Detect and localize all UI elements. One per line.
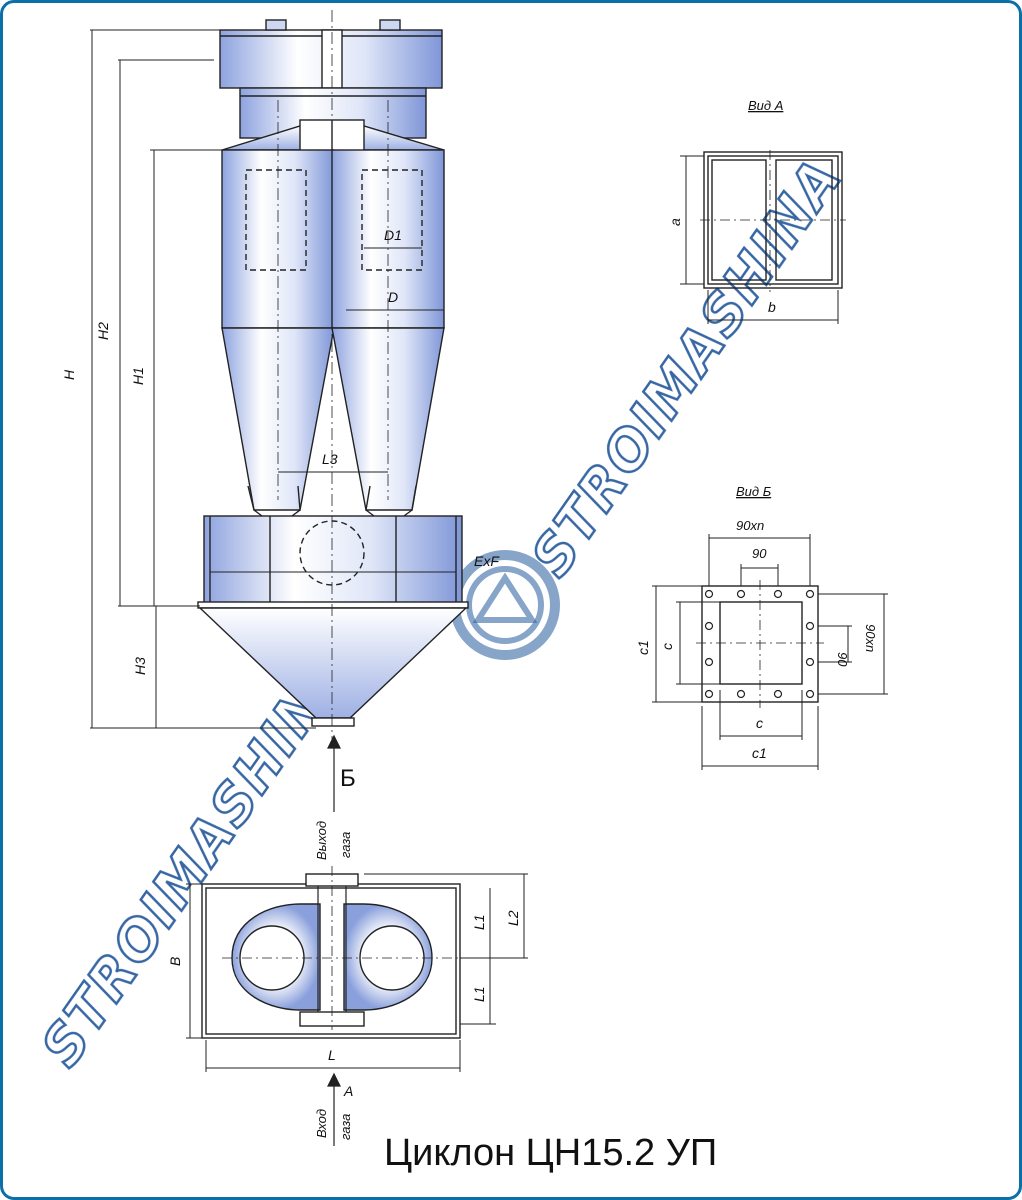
dim-label-L3: L3 bbox=[322, 451, 338, 467]
outlet-arrow bbox=[327, 734, 341, 812]
plan-dim-L1-bottom: L1 bbox=[471, 986, 487, 1002]
view-a: Вид А a b bbox=[667, 98, 846, 324]
watermark-text-2: STROIMASHINA bbox=[519, 147, 854, 588]
view-b: Вид Б bbox=[635, 484, 888, 770]
arrow-b-label: Б bbox=[340, 765, 356, 792]
arrow-a-label: А bbox=[343, 1083, 353, 1099]
view-b-dim-90-right: 90 bbox=[835, 652, 850, 667]
front-dimensions bbox=[90, 29, 456, 729]
bolt-holes bbox=[704, 589, 815, 699]
view-b-dim-c-bottom: c bbox=[756, 715, 763, 731]
hopper bbox=[198, 607, 468, 719]
plan-dim-L: L bbox=[328, 1047, 336, 1063]
outlet-label-line1: Выход bbox=[314, 821, 329, 860]
view-b-dim-90xn-right: 90xn bbox=[863, 624, 878, 652]
dust-collector bbox=[203, 515, 463, 607]
plan-dim-B: B bbox=[167, 957, 183, 966]
view-b-dim-c-left: c bbox=[659, 643, 675, 650]
view-b-dim-90xn-top: 90xn bbox=[736, 518, 764, 533]
dim-label-D1: D1 bbox=[384, 227, 402, 243]
inlet-label-line1: Вход bbox=[314, 1109, 329, 1138]
dim-label-D: D bbox=[388, 289, 398, 305]
dim-label-H: H bbox=[61, 369, 77, 380]
dim-label-H2: H2 bbox=[95, 322, 111, 340]
watermark-logo bbox=[450, 550, 560, 660]
view-b-title: Вид Б bbox=[736, 484, 772, 499]
inlet-arrow bbox=[327, 1072, 341, 1146]
drawing-title: Циклон ЦН15.2 УП bbox=[384, 1132, 718, 1174]
view-a-dim-a: a bbox=[667, 218, 683, 226]
plan-dim-L2: L2 bbox=[505, 910, 521, 926]
outlet-label-line2: газа bbox=[338, 832, 353, 858]
cyclone-front-view bbox=[197, 10, 469, 740]
view-b-dim-c1-left: c1 bbox=[635, 640, 651, 655]
dim-label-H1: H1 bbox=[130, 367, 146, 385]
dim-label-ExF: ExF bbox=[474, 553, 500, 569]
view-b-dim-90-top: 90 bbox=[752, 546, 767, 561]
plan-view: L1 L1 L2 B L bbox=[167, 866, 528, 1072]
inlet-label-line2: газа bbox=[338, 1114, 353, 1140]
dim-label-H3: H3 bbox=[132, 657, 148, 675]
plan-dim-L1-top: L1 bbox=[471, 914, 487, 930]
view-b-dim-c1-bottom: c1 bbox=[752, 745, 767, 761]
view-a-title: Вид А bbox=[748, 98, 783, 113]
view-a-dim-b: b bbox=[768, 299, 776, 315]
